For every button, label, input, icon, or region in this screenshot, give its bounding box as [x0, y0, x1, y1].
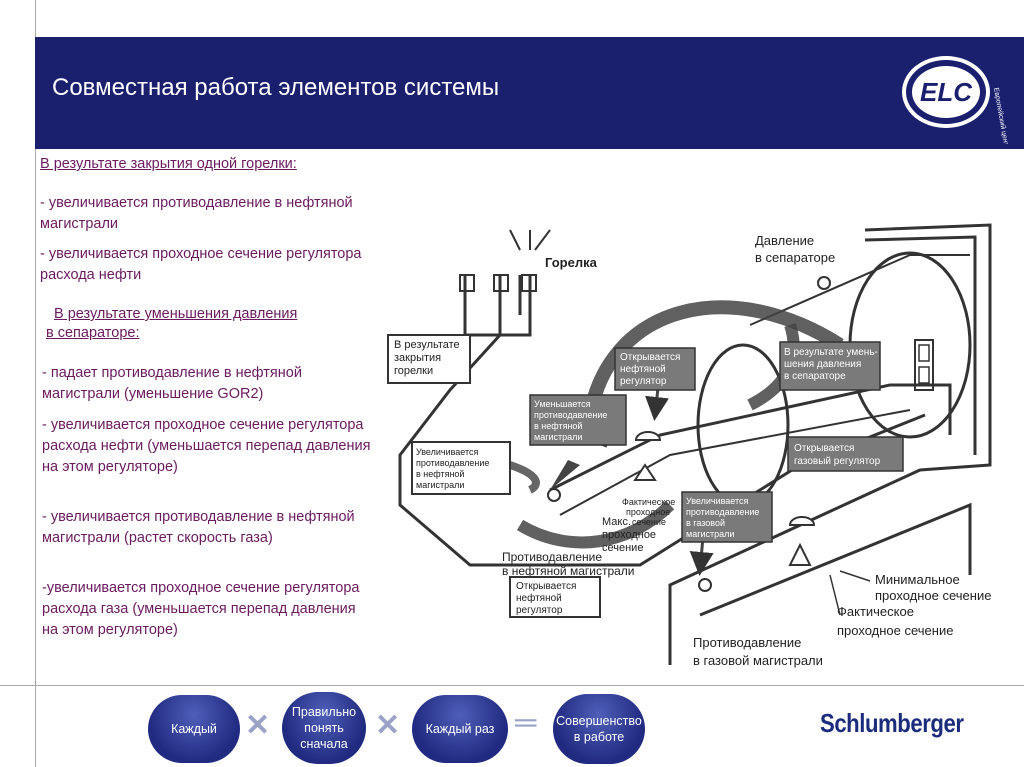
max-3: сечение [602, 542, 643, 554]
times-icon-2: ✕ [375, 709, 401, 742]
fact2-2: проходное сечение [837, 623, 953, 638]
box-inc-gas-4: магистрали [686, 529, 734, 539]
box-inc-2: противодавление [416, 458, 489, 468]
box-dec-1: Уменьшается [534, 399, 591, 409]
box-open-oil-2: нефтяной [620, 363, 666, 375]
logo-text: ELC [920, 77, 973, 107]
gas-bp-1: Противодавление [693, 635, 801, 650]
fact-1: Фактическое [622, 497, 675, 507]
box-sep-1: В результате умень- [784, 347, 878, 358]
schlumberger-logo: Schlumberger [820, 708, 964, 738]
motto-pill-1: Каждый [148, 695, 240, 763]
max-2: проходное [602, 529, 656, 541]
box-gas-1: Открывается [794, 443, 854, 454]
times-icon-1: ✕ [245, 709, 271, 742]
box-dec-3: в нефтяной [534, 421, 582, 431]
heading-close-burner: В результате закрытия одной горелки: [40, 156, 297, 172]
box-open-oil2-3: регулятор [516, 605, 563, 616]
equals-icon: ═ [515, 706, 537, 739]
label-sep-pressure-1: Давление [755, 233, 814, 248]
box-open-oil-1: Открывается [620, 352, 680, 363]
box-inc-1: Увеличивается [416, 447, 479, 457]
fact-2: проходное [626, 507, 670, 517]
left-rule [35, 0, 36, 767]
motto-pill-3: Каждый раз [412, 695, 508, 763]
box-sep-3: в сепараторе [784, 371, 846, 382]
box-close-2: закрытия [394, 352, 441, 364]
bullet-4: - увеличивается проходное сечение регуля… [42, 417, 371, 475]
min-2: проходное сечение [875, 588, 991, 603]
label-sep-pressure-2: в сепараторе [755, 250, 835, 265]
box-open-oil2-2: нефтяной [516, 592, 562, 604]
box-inc-gas-1: Увеличивается [686, 496, 749, 506]
motto-pill-4: Совершенство в работе [553, 694, 645, 764]
logo-ring-text: Европейский центр обучения [992, 87, 1010, 144]
bullet-2: - увеличивается проходное сечение регуля… [40, 246, 362, 283]
footer-rule [0, 685, 1024, 686]
box-sep-2: шения давления [784, 359, 861, 370]
label-burner: Горелка [545, 255, 598, 270]
box-open-oil2-1: Открывается [516, 581, 576, 592]
box-gas-2: газовый регулятор [794, 456, 881, 467]
max-1: Макс. [602, 516, 631, 528]
elc-logo: ELC Европейский центр обучения [902, 56, 1010, 144]
motto-pill-2: Правильно понять сначала [282, 692, 366, 764]
box-open-oil-3: регулятор [620, 376, 667, 387]
gas-bp-2: в газовой магистрали [693, 653, 823, 668]
slide-title: Совместная работа элементов системы [52, 74, 500, 101]
system-diagram: Горелка Давление в сепараторе В результа… [387, 223, 992, 668]
oil-bp-1: Противодавление [502, 550, 602, 564]
fact2-1: Фактическое [837, 604, 914, 619]
box-close-3: горелки [394, 365, 433, 377]
box-inc-4: магистрали [416, 480, 464, 490]
box-inc-3: в нефтяной [416, 469, 464, 479]
title-banner [35, 37, 1024, 149]
bullet-5: - увеличивается противодавление в нефтян… [42, 509, 355, 546]
heading-sep-pressure-line2: в сепараторе: [46, 325, 140, 341]
oil-bp-2: в нефтяной магистрали [502, 564, 635, 578]
box-inc-gas-3: в газовой [686, 518, 725, 528]
bullet-1: - увеличивается противодавление в нефтян… [40, 195, 353, 232]
fact-3: сечение [632, 517, 666, 527]
heading-sep-pressure-line1: В результате уменьшения давления [54, 306, 298, 322]
min-1: Минимальное [875, 572, 960, 587]
bullet-6: -увеличивается проходное сечение регулят… [42, 580, 360, 638]
bullet-3: - падает противодавление в нефтяной маги… [42, 365, 302, 402]
box-dec-4: магистрали [534, 432, 582, 442]
box-close-1: В результате [394, 339, 460, 351]
box-inc-gas-2: противодавление [686, 507, 759, 517]
box-dec-2: противодавление [534, 410, 607, 420]
